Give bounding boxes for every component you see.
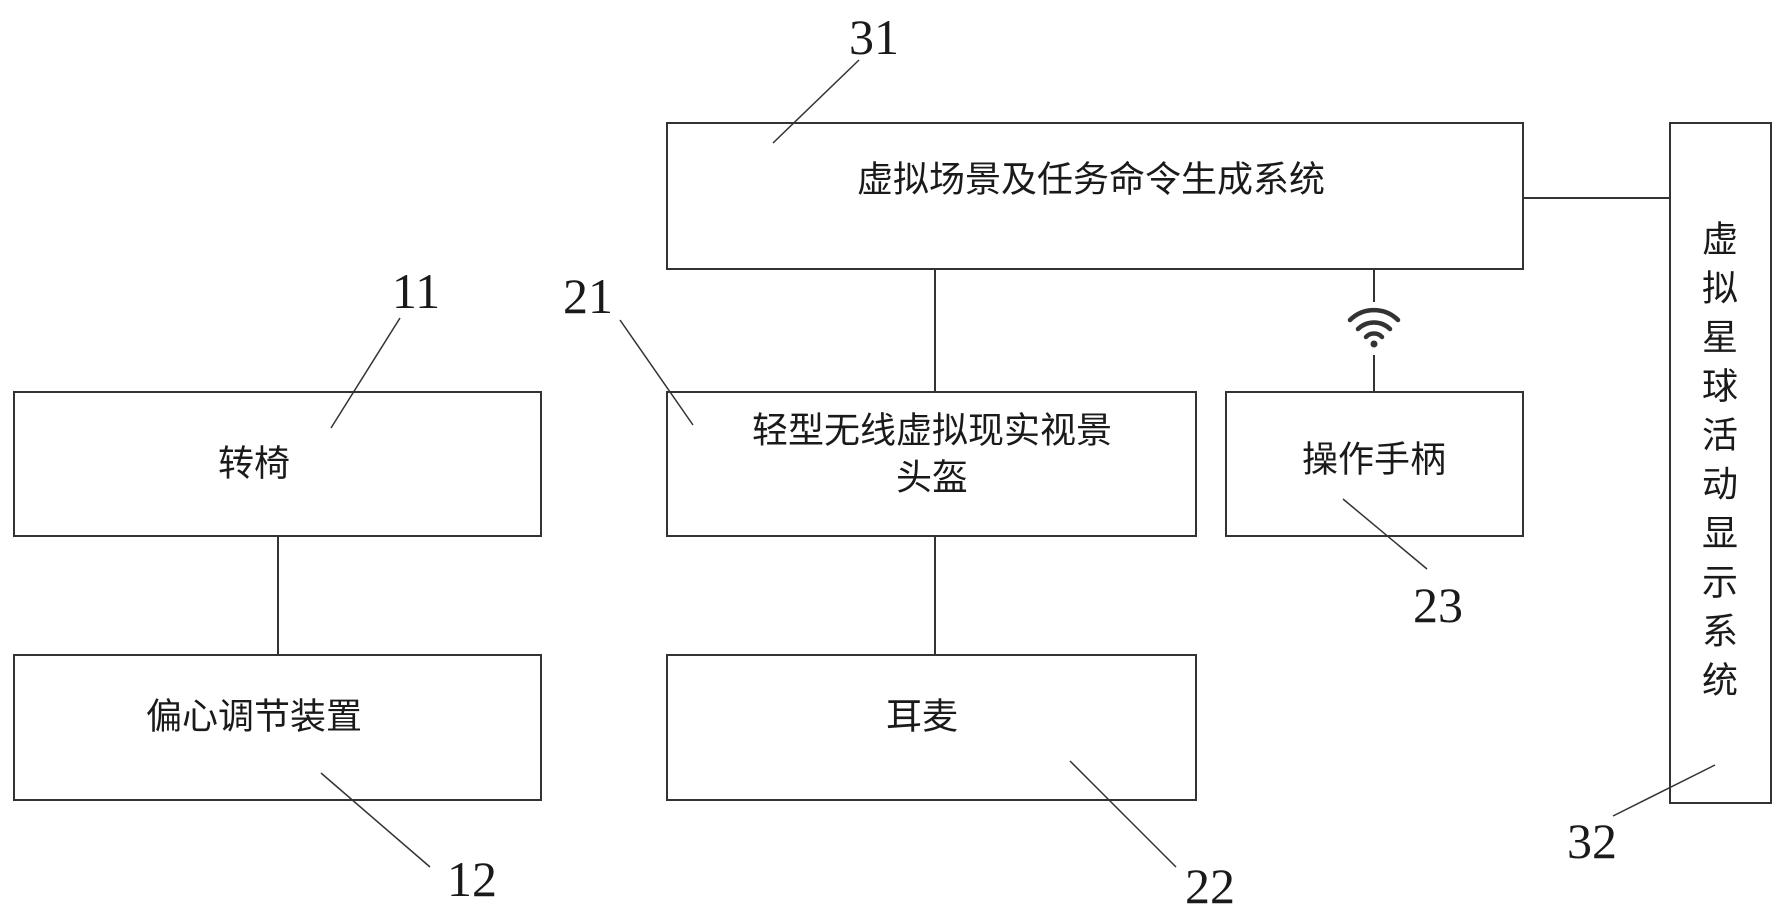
scene-generator-label: 虚拟场景及任务命令生成系统 <box>857 160 1325 201</box>
planet-display-label: 虚 拟 星 球 活 动 显 示 系 统 <box>1702 220 1738 702</box>
planet-display-char: 拟 <box>1702 269 1738 310</box>
ref-number-31: 31 <box>849 9 899 65</box>
eccentric-adjuster-box <box>13 654 542 801</box>
handle-box <box>1225 391 1524 537</box>
ref-number-21: 21 <box>563 268 613 324</box>
planet-display-char: 虚 <box>1702 220 1738 261</box>
swivel-chair-box <box>13 391 542 537</box>
vr-headset-box <box>666 391 1197 537</box>
ref-number-12: 12 <box>447 851 497 907</box>
leader-line-23 <box>1342 498 1428 570</box>
ref-number-32: 32 <box>1567 813 1617 869</box>
scene-generator-block: 虚拟场景及任务命令生成系统 <box>666 122 1524 270</box>
planet-display-box <box>1669 122 1772 804</box>
planet-display-char: 活 <box>1702 416 1738 457</box>
swivel-chair-label: 转椅 <box>218 444 290 485</box>
ref-number-11: 11 <box>392 263 440 319</box>
headphones-label: 耳麦 <box>886 697 958 738</box>
leader-line-21 <box>619 319 694 426</box>
planet-display-char: 统 <box>1702 661 1738 702</box>
vr-headset-label-line2: 头盔 <box>896 458 968 499</box>
planet-display-char: 系 <box>1702 612 1738 653</box>
handle-block: 操作手柄 <box>1225 391 1524 537</box>
wifi-icon <box>1347 307 1401 348</box>
headphones-box <box>666 654 1197 801</box>
vr-headset-block: 轻型无线虚拟现实视景 头盔 <box>666 391 1197 537</box>
planet-display-char: 球 <box>1702 367 1738 408</box>
ref-number-23: 23 <box>1413 577 1463 633</box>
leader-line-32 <box>1612 764 1716 817</box>
vr-headset-label-line1: 轻型无线虚拟现实视景 <box>752 411 1112 452</box>
planet-display-char: 示 <box>1702 563 1738 604</box>
leader-line-11 <box>330 317 401 429</box>
leader-line-31 <box>772 59 860 144</box>
planet-display-char: 星 <box>1702 318 1738 359</box>
scene-generator-box <box>666 122 1524 270</box>
ref-number-22: 22 <box>1185 858 1235 914</box>
planet-display-block: 虚 拟 星 球 活 动 显 示 系 统 <box>1669 122 1772 804</box>
eccentric-adjuster-block: 偏心调节装置 <box>13 654 542 801</box>
planet-display-char: 动 <box>1702 465 1738 506</box>
handle-label: 操作手柄 <box>1302 440 1446 481</box>
leader-line-22 <box>1069 760 1177 868</box>
headphones-block: 耳麦 <box>666 654 1197 801</box>
eccentric-adjuster-label: 偏心调节装置 <box>146 697 362 738</box>
planet-display-char: 显 <box>1702 514 1738 555</box>
leader-line-12 <box>320 772 431 868</box>
swivel-chair-block: 转椅 <box>13 391 542 537</box>
